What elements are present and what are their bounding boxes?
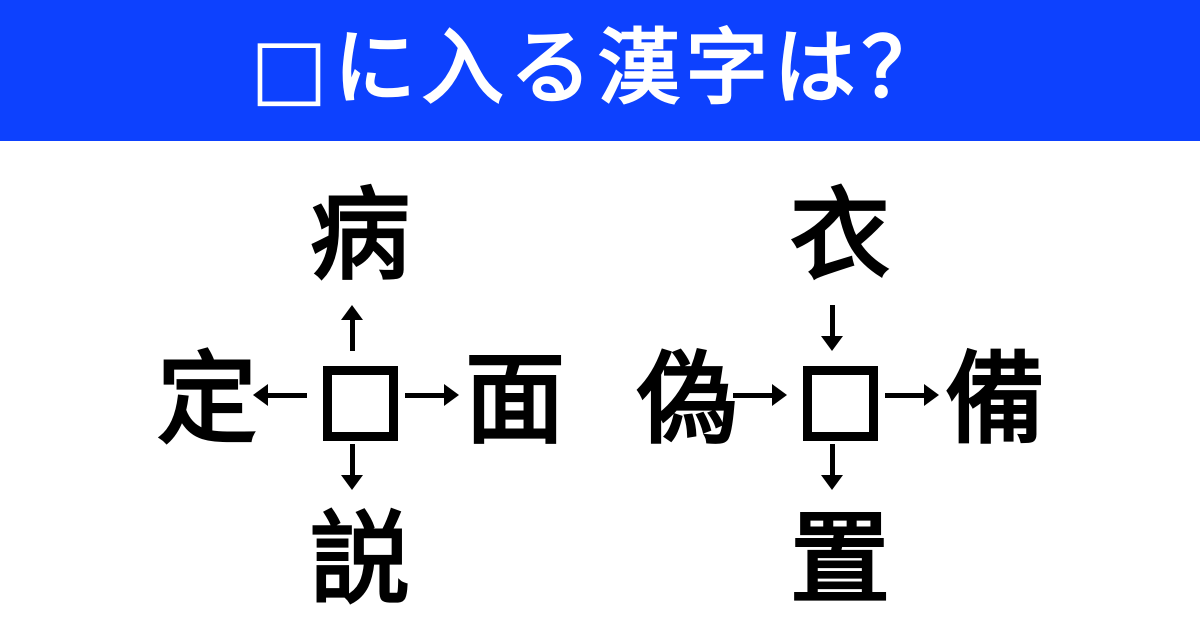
arrow-head	[341, 474, 363, 490]
page-title: □に入る漢字は？	[250, 20, 950, 116]
kanji-top: 衣	[790, 176, 890, 294]
arrow-right-icon	[733, 379, 787, 411]
arrow-head	[772, 383, 787, 406]
header-bar: □に入る漢字は？	[0, 0, 1200, 141]
arrow-right-icon	[885, 379, 939, 411]
arrow-left-icon	[253, 379, 307, 411]
puzzle-cluster-left: 病 定 面 説	[120, 155, 600, 615]
arrow-right-icon	[405, 379, 459, 411]
arrow-shaft	[350, 312, 355, 351]
kanji-right: 面	[465, 340, 565, 458]
arrow-head	[444, 383, 459, 406]
kanji-left: 定	[157, 340, 257, 458]
arrow-shaft	[263, 392, 307, 398]
arrow-shaft	[405, 392, 449, 398]
arrow-shaft	[350, 443, 355, 482]
arrow-shaft	[830, 443, 835, 482]
kanji-right: 備	[945, 340, 1045, 458]
kanji-left: 偽	[637, 340, 737, 458]
arrow-head	[821, 335, 843, 351]
arrow-shaft	[885, 392, 929, 398]
arrow-head	[341, 304, 363, 320]
answer-box-left[interactable]	[323, 365, 398, 441]
arrow-down-icon	[816, 443, 848, 490]
arrow-head	[253, 383, 268, 406]
kanji-bottom: 置	[790, 500, 890, 618]
arrow-up-icon	[336, 304, 368, 351]
arrow-shaft	[733, 392, 777, 398]
arrow-head	[924, 383, 939, 406]
puzzle-area: 病 定 面 説 衣	[0, 141, 1200, 628]
arrow-down-icon	[816, 304, 848, 351]
arrow-head	[821, 474, 843, 490]
arrow-shaft	[830, 304, 835, 343]
arrow-down-icon	[336, 443, 368, 490]
answer-box-right[interactable]	[803, 365, 878, 441]
kanji-bottom: 説	[310, 500, 410, 618]
kanji-top: 病	[310, 176, 410, 294]
puzzle-cluster-right: 衣 偽 備 置	[600, 155, 1080, 615]
